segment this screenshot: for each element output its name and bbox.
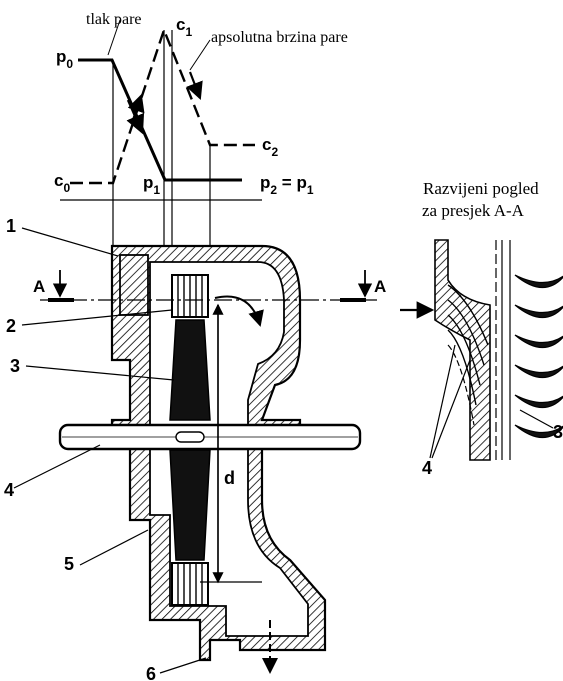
- callout-6: 6: [146, 664, 156, 681]
- rotor-blade: [514, 394, 563, 408]
- velocity-curve: [70, 26, 255, 185]
- developed-callout-4: 4: [422, 458, 432, 478]
- p0-symbol: p: [56, 47, 66, 66]
- developed-view-title-line2: za presjek A-A: [422, 201, 525, 220]
- c1-symbol: c: [176, 15, 185, 34]
- rotor-blade-row: [514, 274, 563, 438]
- p2-symbol: p: [260, 173, 270, 192]
- c1-label: c1: [176, 15, 192, 39]
- nozzle-block: [119, 254, 149, 316]
- c0-symbol: c: [54, 171, 63, 190]
- steam-flow-arrow: [214, 295, 264, 327]
- nozzle-wall: [434, 239, 491, 461]
- callout-leader: [21, 309, 173, 326]
- p2-equals-subscript: 1: [307, 183, 314, 197]
- rotor-blade: [514, 424, 563, 438]
- c2-subscript: 2: [271, 145, 278, 159]
- c2-symbol: c: [262, 135, 271, 154]
- developed-callout-3: 3: [553, 422, 563, 442]
- c1-subscript: 1: [185, 25, 192, 39]
- p0-subscript: 0: [66, 57, 73, 71]
- p2-subscript: 2: [270, 183, 277, 197]
- rotor-blade: [514, 304, 563, 318]
- steam-pressure-label: tlak pare: [86, 11, 142, 28]
- c0-label: c0: [54, 171, 70, 195]
- absolute-velocity-label: apsolutna brzina pare: [211, 29, 348, 46]
- callout-leader: [159, 657, 207, 674]
- p0-label: p0: [56, 47, 73, 71]
- callout-1: 4: [4, 480, 14, 500]
- callout-4: 1: [6, 216, 16, 236]
- velocity-arrow-up: [127, 93, 145, 121]
- turbine-cross-section: [40, 244, 380, 674]
- p1-subscript: 1: [153, 183, 160, 197]
- section-a-right-label: A: [374, 277, 386, 296]
- rotor-blade: [514, 334, 563, 348]
- callout-leader: [13, 444, 101, 489]
- label-pointer: [107, 19, 121, 56]
- c2-label: c2: [262, 135, 278, 159]
- velocity-arrow-down: [186, 71, 203, 101]
- developed-view-title-line1: Razvijeni pogled: [423, 179, 539, 198]
- callout-2: 3: [10, 356, 20, 376]
- pressure-curve: [78, 58, 242, 182]
- p2-equation-label: p2 = p1: [260, 173, 314, 197]
- c0-subscript: 0: [63, 181, 70, 195]
- callout-5: 5: [64, 554, 74, 574]
- rotor-blade: [514, 364, 563, 378]
- p1-symbol: p: [143, 173, 153, 192]
- callout-leader: [21, 227, 119, 257]
- rotor-blade: [514, 274, 563, 288]
- p1-label: p1: [143, 173, 160, 197]
- developed-view-a-a: [400, 239, 563, 461]
- callout-leader: [79, 529, 149, 566]
- callout-3: 2: [6, 316, 16, 336]
- label-pointer: [189, 39, 211, 71]
- p2-equals: = p: [277, 173, 307, 192]
- diameter-label: d: [224, 468, 235, 488]
- callout-leader: [25, 365, 175, 381]
- section-a-left-label: A: [33, 277, 45, 296]
